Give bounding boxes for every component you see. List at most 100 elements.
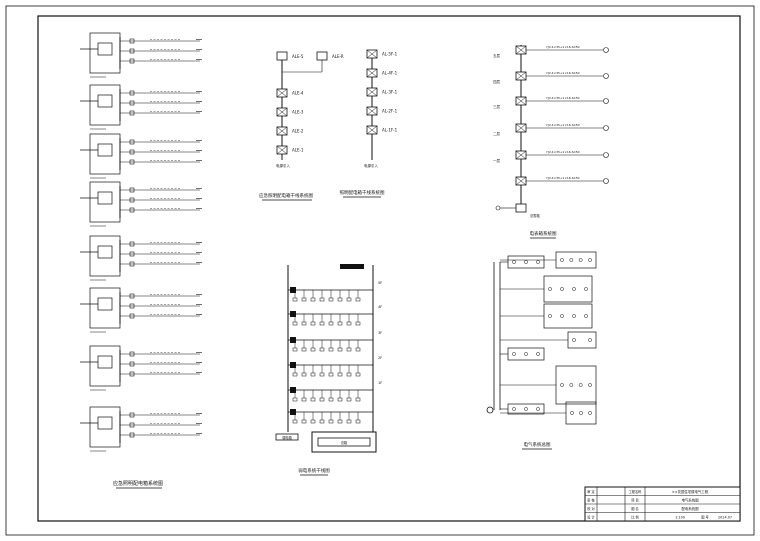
distribution-device [588, 338, 592, 342]
panel-meter [97, 297, 113, 311]
riser-bottom-outlet [310, 347, 316, 352]
riser-bottom-node [290, 362, 296, 368]
panel-schedule-2 [80, 84, 202, 130]
distribution-device [536, 352, 540, 356]
title-block-field: 工程名称 [629, 489, 643, 494]
meter-box-cross [515, 176, 527, 186]
panel-schedule-5 [80, 235, 202, 281]
distribution-block [507, 347, 545, 361]
panel-breaker [129, 422, 135, 428]
panel-frame [89, 406, 121, 448]
riser-bottom-floor-label: 4F [378, 305, 382, 309]
riser-bottom-outlet [337, 397, 343, 402]
panel-meter [97, 416, 113, 430]
distribution-block [543, 303, 593, 329]
meter-cable-label: YJV-4×35+1×16-SC50 [546, 150, 580, 154]
riser-bottom-outlet [346, 297, 352, 302]
panel-frame [89, 235, 121, 277]
meter-box-cross [515, 71, 527, 81]
riser-bottom-node [290, 409, 296, 415]
distribution-device [569, 383, 574, 387]
distribution-device [588, 411, 592, 415]
main-meter-box [515, 203, 527, 213]
meter-floor-label: 四层 [493, 79, 501, 84]
riser-left-box-label: ALE-4 [292, 91, 304, 96]
panel-breaker [129, 351, 135, 357]
panel-schedule-1 [80, 32, 202, 78]
distribution-device [572, 287, 576, 291]
riser-right-box-cross [366, 125, 378, 135]
distribution-caption: 电气系统总图 [524, 441, 551, 448]
riser-bottom-outlet [310, 321, 316, 326]
panel-schedule-7 [80, 345, 202, 391]
meter-cable-label: YJV-4×35+1×16-SC50 [546, 176, 580, 180]
riser-bottom-floor-label: 5F [378, 281, 382, 285]
distribution-block [507, 403, 545, 415]
riser-bottom-outlet [337, 372, 343, 377]
riser-bottom-outlet [328, 397, 334, 402]
riser-bottom-left-box [275, 433, 299, 441]
distribution-device [536, 260, 540, 264]
riser-right-box-label: AL-4F-1 [382, 71, 398, 76]
distribution-device [524, 407, 528, 411]
riser-bottom-floor-label: 1F [378, 381, 382, 385]
panel-frame [89, 181, 121, 223]
panel-breaker [129, 412, 135, 418]
riser-left-box-cross [276, 126, 288, 136]
distribution-device [588, 383, 592, 387]
distribution-device [536, 407, 540, 411]
riser-bottom-outlet [301, 321, 307, 326]
riser-bottom-base-outer [311, 431, 377, 453]
panel-breaker [129, 197, 135, 203]
riser-left-box-cross [276, 145, 288, 155]
riser-bottom-node [290, 311, 296, 317]
riser-right: AL-5F-1AL-4F-1AL-3F-1AL-2F-1AL-1F-1 电源引入 [364, 49, 398, 168]
riser-bottom-outlet [301, 397, 307, 402]
panel-breaker [129, 38, 135, 44]
panel-schedule-column [80, 32, 202, 452]
riser-bottom-outlet [319, 372, 325, 377]
panel-meter [97, 143, 113, 157]
panel-breaker [129, 432, 135, 438]
panel-breaker [129, 371, 135, 377]
panel-breaker [129, 303, 135, 309]
distribution-device [578, 383, 583, 387]
panel-meter [97, 355, 113, 369]
title-block-role: 校 对 [587, 506, 595, 511]
riser-left-box-cross [276, 107, 288, 117]
riser-left-box-label: ALE-1 [292, 148, 304, 153]
riser-bottom-outlet [328, 372, 334, 377]
distribution-device [560, 287, 564, 291]
title-block: ××花园住宅楼电气工程 电气系统图 配电系统图 1:100 2014.07 审 … [584, 486, 741, 522]
distribution-device [578, 258, 583, 262]
meter-box-cross [515, 123, 527, 133]
title-block-field: 图 名 [631, 506, 638, 511]
meter-load-symbol [603, 47, 609, 53]
panel-breaker [129, 149, 135, 155]
meter-floor-label: 五层 [493, 53, 501, 58]
panel-frame [89, 84, 121, 126]
distribution-block [555, 251, 597, 269]
riser-bottom-outlet [337, 419, 343, 424]
riser-left-top-box: ALE-5 [292, 54, 304, 59]
meter-load-symbol [603, 73, 609, 79]
riser-bottom-left-box-label: 弱电箱 [282, 435, 292, 440]
riser-bottom-outlet [328, 419, 334, 424]
riser-right-caption: 照明配电箱干线系统图 [340, 189, 385, 196]
panel-schedule-3 [80, 133, 202, 179]
panel-breaker [129, 48, 135, 54]
panel-breaker [129, 100, 135, 106]
riser-bottom-outlet [292, 347, 298, 352]
riser-left-box-cross [276, 88, 288, 98]
meter-cable-label: YJV-4×35+1×16-SC50 [546, 45, 580, 49]
riser-right-box-cross [366, 68, 378, 78]
panel-breaker [129, 361, 135, 367]
riser-bottom-outlet [310, 397, 316, 402]
meter-riser: YJV-4×35+1×16-SC50YJV-4×35+1×16-SC50YJV-… [493, 45, 609, 218]
riser-bottom-outlet [319, 347, 325, 352]
riser-left-box-label: ALE-2 [292, 129, 304, 134]
riser-bottom-outlet [346, 397, 352, 402]
